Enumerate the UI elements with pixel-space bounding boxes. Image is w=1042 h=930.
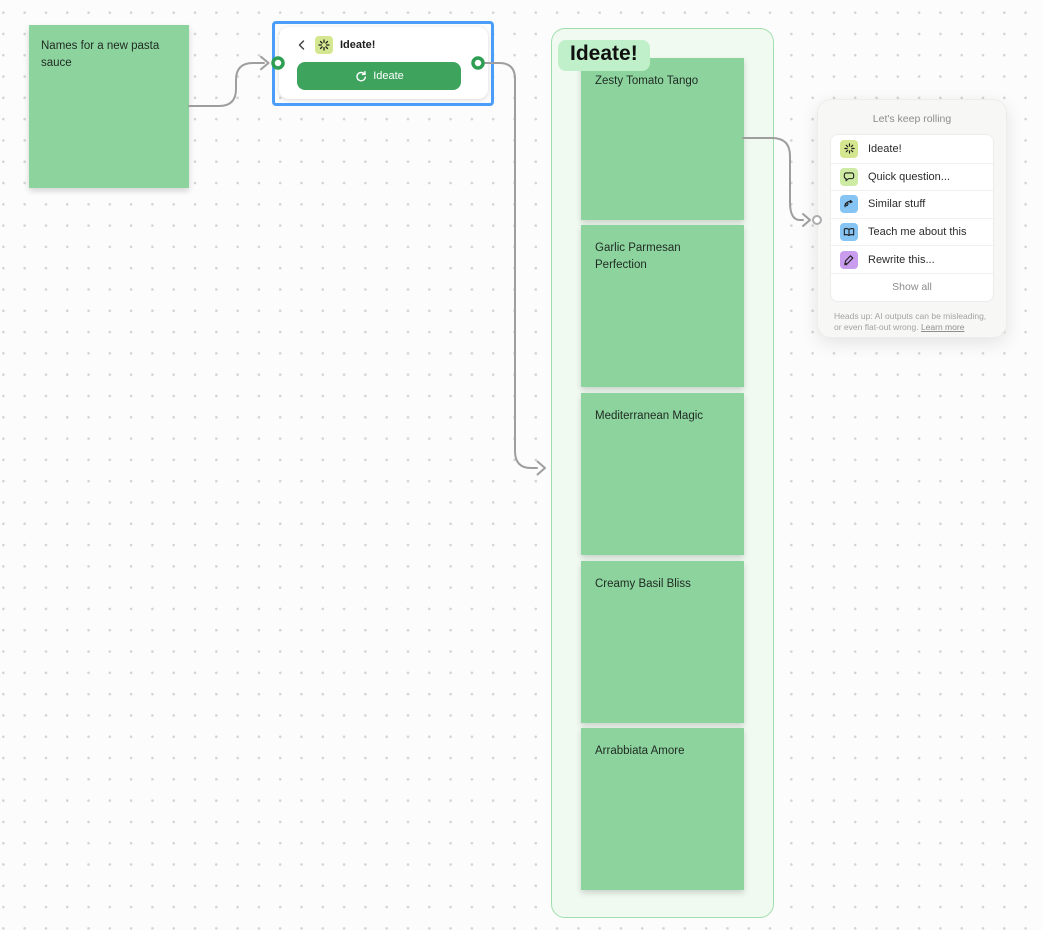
ideate-button[interactable]: Ideate xyxy=(297,62,461,90)
menu-item-label: Ideate! xyxy=(868,142,902,155)
back-button[interactable] xyxy=(295,37,308,53)
panel-title: Let's keep rolling xyxy=(872,113,952,125)
sticky-note-idea[interactable]: Zesty Tomato Tango xyxy=(581,58,744,220)
jambot-spark-icon xyxy=(315,36,333,54)
menu-item-ideate[interactable]: Ideate! xyxy=(831,135,993,163)
sticky-note-text: Arrabbiata Amore xyxy=(595,745,685,757)
connector-arrowhead xyxy=(260,55,270,71)
menu-item-label: Quick question... xyxy=(868,170,950,183)
menu-card: Ideate! Quick question... Similar stu xyxy=(830,134,994,302)
pencil-scribble-icon xyxy=(840,250,858,269)
open-book-icon xyxy=(840,223,858,242)
menu-item-quick-question[interactable]: Quick question... xyxy=(831,162,993,191)
sticky-note-idea[interactable]: Creamy Basil Bliss xyxy=(581,561,744,723)
connector-arrowhead xyxy=(536,460,546,476)
menu-item-similar-stuff[interactable]: Similar stuff xyxy=(831,190,993,218)
refresh-icon xyxy=(356,70,367,81)
ideate-frame[interactable]: Ideate! Zesty Tomato Tango Garlic Parmes… xyxy=(551,28,774,918)
learn-more-link[interactable]: Learn more xyxy=(920,322,965,333)
menu-item-label: Rewrite this... xyxy=(868,253,935,266)
sticky-note-idea[interactable]: Arrabbiata Amore xyxy=(581,728,744,890)
sticky-note-prompt[interactable]: Names for a new pasta sauce xyxy=(29,25,189,188)
scribble-arrow-icon xyxy=(840,195,858,214)
frame-title[interactable]: Ideate! xyxy=(558,40,650,71)
show-all-label: Show all xyxy=(892,281,932,294)
sticky-note-idea[interactable]: Mediterranean Magic xyxy=(581,393,744,555)
sticky-note-text: Names for a new pasta sauce xyxy=(41,40,160,69)
menu-item-label: Teach me about this xyxy=(868,226,967,239)
connector-prompt-to-widget[interactable] xyxy=(188,62,265,107)
show-all-button[interactable]: Show all xyxy=(831,272,993,301)
sticky-note-idea[interactable]: Garlic Parmesan Perfection xyxy=(581,225,744,387)
menu-item-rewrite[interactable]: Rewrite this... xyxy=(831,245,993,273)
sticky-note-text: Garlic Parmesan Perfection xyxy=(595,242,681,271)
jambot-widget[interactable]: Ideate! Ideate xyxy=(279,27,488,99)
sticky-note-text: Zesty Tomato Tango xyxy=(595,75,699,87)
ideate-button-label: Ideate xyxy=(373,70,404,82)
connector-widget-to-frame[interactable] xyxy=(477,62,538,469)
disclaimer-text: or even flat-out wrong. xyxy=(834,322,919,333)
widget-title: Ideate! xyxy=(340,39,376,51)
spark-icon xyxy=(840,139,858,158)
menu-item-teach-me[interactable]: Teach me about this xyxy=(831,217,993,246)
speech-bubble-icon xyxy=(840,167,858,186)
sticky-note-text: Creamy Basil Bliss xyxy=(595,578,691,590)
disclaimer-text: Heads up: AI outputs can be misleading, xyxy=(834,310,987,321)
keep-rolling-panel: Let's keep rolling Ideate! xyxy=(817,99,1007,338)
menu-item-label: Similar stuff xyxy=(868,198,926,211)
widget-header: Ideate! xyxy=(279,27,488,54)
sticky-note-text: Mediterranean Magic xyxy=(595,410,704,422)
connector-arrowhead xyxy=(802,213,811,227)
back-chevron-icon xyxy=(298,40,305,50)
ai-disclaimer: Heads up: AI outputs can be misleading, … xyxy=(834,311,990,334)
